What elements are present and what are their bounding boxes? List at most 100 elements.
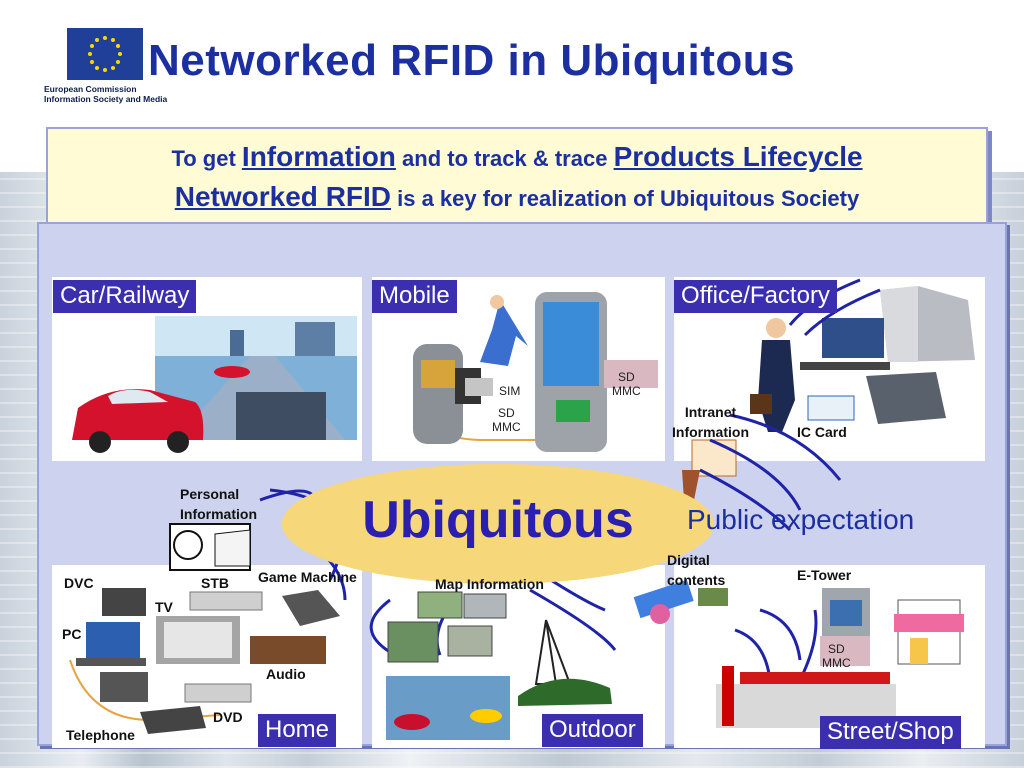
banner-line-1: To get Information and to track & trace … [48,141,986,173]
businessman-head [766,318,786,338]
dvd-player-icon [184,683,252,703]
car-icon [394,714,430,730]
keyboard-instrument-icon [633,579,694,619]
pc-keyboard [76,658,146,666]
game-machine-label: Game Machine [258,569,357,585]
label-line: MMC [492,420,521,434]
banner-emphasis-lifecycle: Products Lifecycle [613,141,863,172]
logo-caption: European Commission Information Society … [44,84,174,104]
hill-icon [518,678,612,706]
label-line: Information [180,506,257,522]
audio-label: Audio [266,666,306,682]
red-car-icon [72,389,204,440]
ubiquitous-title: Ubiquitous [362,491,634,549]
map-tile-icon [447,625,493,657]
dashboard [236,392,326,440]
banner-emphasis-information: Information [241,141,396,172]
gas-sign [722,666,734,726]
section-label-office-factory: Office/Factory [674,280,837,313]
pda-card [556,400,590,422]
logo-caption-line2: Information Society and Media [44,94,168,104]
telephone-label: Telephone [66,727,135,743]
banner-text: and to track & trace [395,146,614,171]
pda-screen [543,302,599,386]
dvd-label: DVD [213,709,243,725]
car-icon [470,709,502,723]
person-head [490,295,504,309]
label-line: contents [667,572,726,588]
label-line: MMC [612,384,641,398]
small-car [214,366,250,378]
clock-icon [173,530,203,560]
label-line: Intranet [684,404,737,420]
settop-box-icon [189,591,263,611]
personal-information-label: Personal Information [180,484,257,524]
eu-stars-icon [88,36,122,72]
keyboard [800,362,890,370]
label-line: SD [828,642,845,656]
map-tile-icon [417,591,463,619]
gas-station-roof [740,672,890,684]
eu-flag-logo [67,28,143,80]
label-line: SD [498,406,515,420]
label-line: Personal [180,486,240,502]
pc-label: PC [62,626,82,642]
digital-contents-label: Digital contents [667,550,725,590]
section-label-mobile: Mobile [372,280,457,313]
ic-card-label: IC Card [797,424,847,440]
telephone-icon [140,706,206,734]
label-line: Information [672,424,749,440]
section-label-outdoor: Outdoor [542,714,643,747]
shop-door [910,638,928,664]
dvc-label: DVC [64,575,94,591]
shop-awning [894,614,964,632]
sim-card-icon [465,378,493,396]
car-window [108,389,168,404]
cd-icon [650,604,670,624]
sd-mmc-label: SD MMC [822,642,851,670]
phone-screen [421,360,455,388]
book-icon [214,529,251,567]
road-scene [386,676,510,740]
laptop-icon [866,372,946,424]
sd-mmc-label: SD MMC [612,370,641,398]
section-label-street-shop: Street/Shop [820,716,961,749]
sim-label: SIM [499,384,521,398]
label-line: SD [618,370,635,384]
audio-system-icon [250,636,326,664]
banner-line-2: Networked RFID is a key for realization … [48,181,986,213]
building [295,322,335,356]
briefcase-icon [750,394,772,414]
label-line: MMC [822,656,851,670]
intranet-information-label: Intranet Information [672,402,749,442]
camcorder-icon [102,588,146,616]
kiosk-screen [830,600,862,626]
banner-emphasis-rfid: Networked RFID [174,181,392,212]
ubiquitous-oval [282,464,714,584]
label-line: Digital [667,552,710,568]
section-label-home: Home [258,714,337,747]
person-running-icon [480,300,528,366]
map-information-label: Map Information [435,576,544,592]
sd-card-icon [604,360,658,388]
section-label-car-railway: Car/Railway [53,280,197,313]
desktop-monitor-icon [822,318,884,358]
businessman-icon [758,340,795,432]
antenna-tower-icon [534,619,572,685]
page-title: Networked RFID in Ubiquitous [148,36,796,85]
banner-text: To get [171,146,242,171]
map-tile-icon [463,593,507,619]
sd-mmc-label: SD MMC [492,406,521,434]
logo-caption-line1: European Commission [44,84,137,94]
key-message-banner: To get Information and to track & trace … [46,127,988,225]
tv-label: TV [155,599,173,615]
building [230,330,244,356]
public-expectation-label: Public expectation [687,504,915,535]
media-icon [698,588,728,606]
game-controller-icon [282,590,340,626]
banner-text: is a key for realization of Ubiquitous S… [391,186,860,211]
factory-building-side [880,286,918,362]
presenter-icon [682,470,700,500]
tv-screen [164,622,232,658]
